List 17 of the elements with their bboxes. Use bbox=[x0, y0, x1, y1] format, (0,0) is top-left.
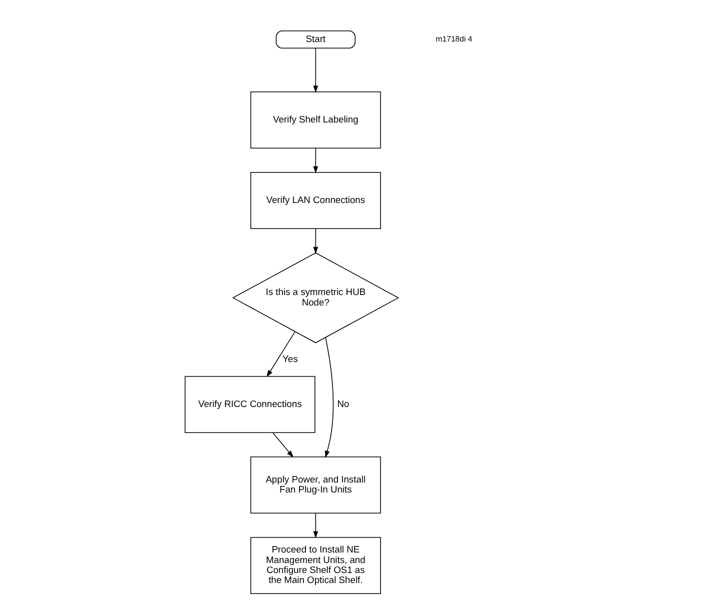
node-box: Proceed to Install NE Management Units, and Configure Shelf OS1 as the Main Optical Shelf. bbox=[250, 536, 380, 594]
arrow bbox=[312, 512, 318, 538]
arrow bbox=[312, 148, 318, 174]
edge-label: No bbox=[336, 398, 349, 409]
arrow bbox=[272, 432, 293, 458]
node-box: Apply Power, and Install Fan Plug-In Units bbox=[250, 456, 380, 514]
node-diamond: Is this a symmetric HUB Node? bbox=[232, 252, 399, 344]
node-box: Verify RICC Connections bbox=[184, 376, 315, 434]
arrow bbox=[266, 331, 295, 378]
arrow bbox=[312, 228, 318, 254]
node-box: Verify Shelf Labeling bbox=[250, 91, 380, 149]
edge-label: Yes bbox=[282, 354, 298, 364]
label: m1718di 4 bbox=[435, 34, 472, 44]
arrow bbox=[312, 48, 318, 93]
node-box: Start bbox=[275, 30, 356, 48]
node-box: Verify LAN Connections bbox=[250, 172, 380, 230]
arrow bbox=[324, 337, 334, 458]
